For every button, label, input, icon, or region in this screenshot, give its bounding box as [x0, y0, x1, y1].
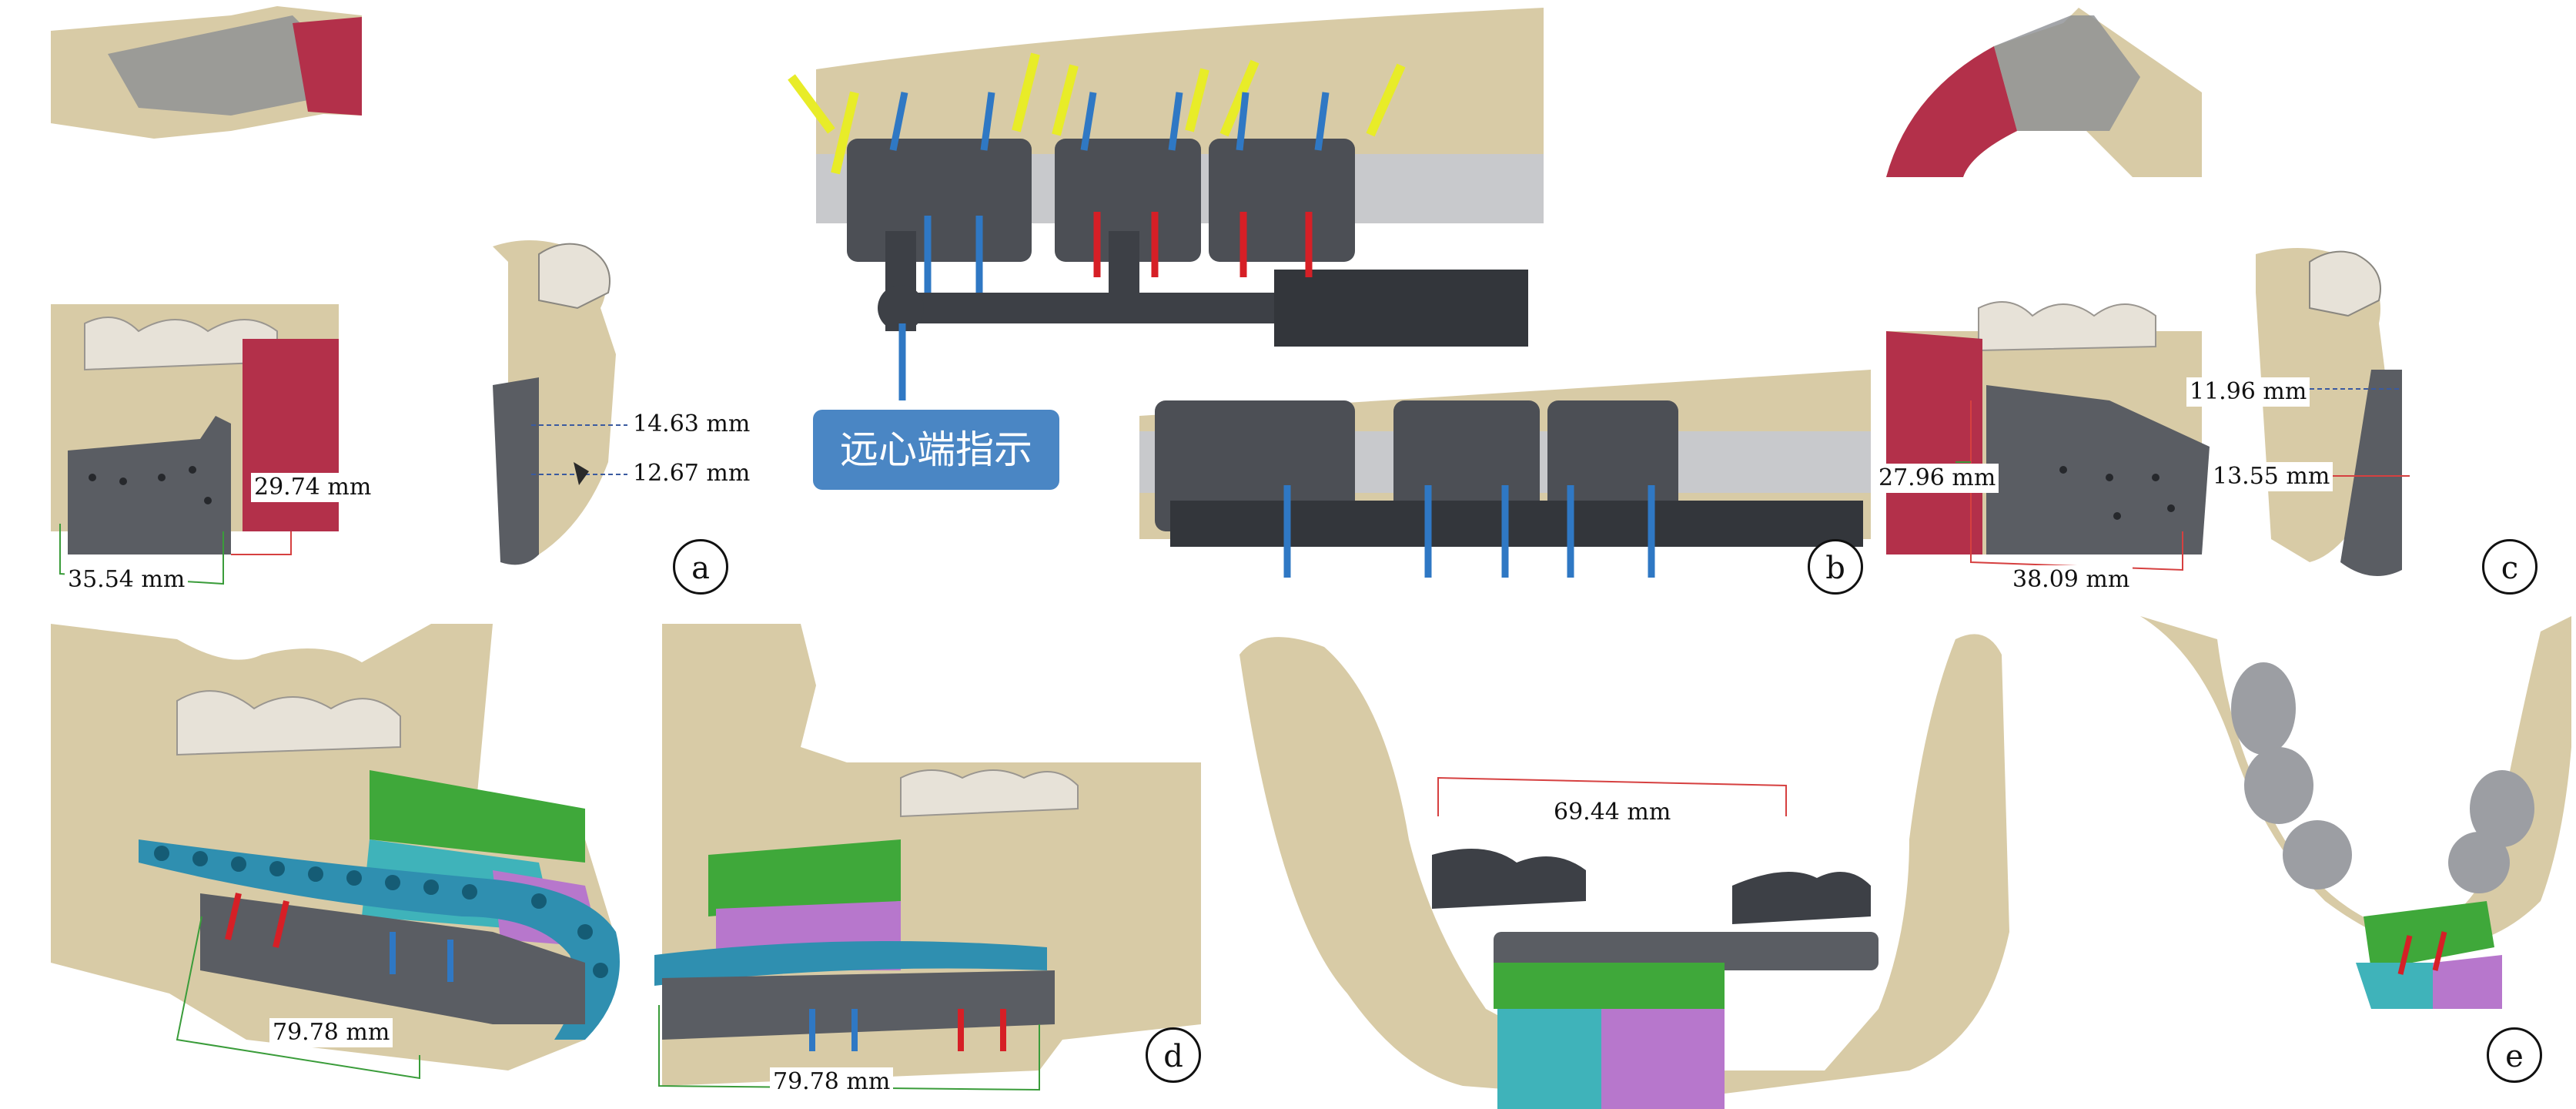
measure-d-length-left: 79.78 mm [269, 1018, 393, 1047]
measure-c-depth-upper: 11.96 mm [2186, 377, 2310, 407]
panel-label-a: a [673, 539, 728, 595]
panel-label-d: d [1146, 1027, 1201, 1083]
measure-a-height: 29.74 mm [251, 473, 375, 502]
distal-end-callout: 远心端指示 [813, 410, 1059, 490]
panel-e-drawing [1239, 616, 2571, 1109]
measure-a-width: 35.54 mm [65, 565, 189, 595]
panel-b: 远心端指示 b [770, 0, 1878, 608]
panel-a-drawing [51, 6, 627, 585]
panel-label-c: c [2482, 539, 2538, 595]
panel-e: 69.44 mm e [1232, 608, 2576, 1109]
panel-a: 35.54 mm 29.74 mm 14.63 mm 12.67 mm a [0, 0, 754, 608]
panel-c: 27.96 mm 38.09 mm 11.96 mm 13.55 mm c [1875, 0, 2576, 608]
panel-label-b: b [1808, 539, 1863, 595]
panel-b-drawing [788, 8, 1871, 578]
panel-label-e: e [2487, 1027, 2542, 1083]
measure-e-span: 69.44 mm [1551, 798, 1674, 827]
measure-c-height: 27.96 mm [1875, 464, 1999, 493]
measure-a-depth-lower: 12.67 mm [630, 459, 754, 488]
measure-c-depth-lower: 13.55 mm [2210, 462, 2333, 491]
measure-c-width: 38.09 mm [2009, 565, 2133, 595]
measure-a-depth-upper: 14.63 mm [630, 410, 754, 439]
panel-c-drawing [1886, 8, 2410, 576]
panel-d: 79.78 mm 79.78 mm d [0, 608, 1232, 1109]
panel-d-drawing [51, 624, 1201, 1091]
measure-d-length-right: 79.78 mm [770, 1067, 894, 1097]
